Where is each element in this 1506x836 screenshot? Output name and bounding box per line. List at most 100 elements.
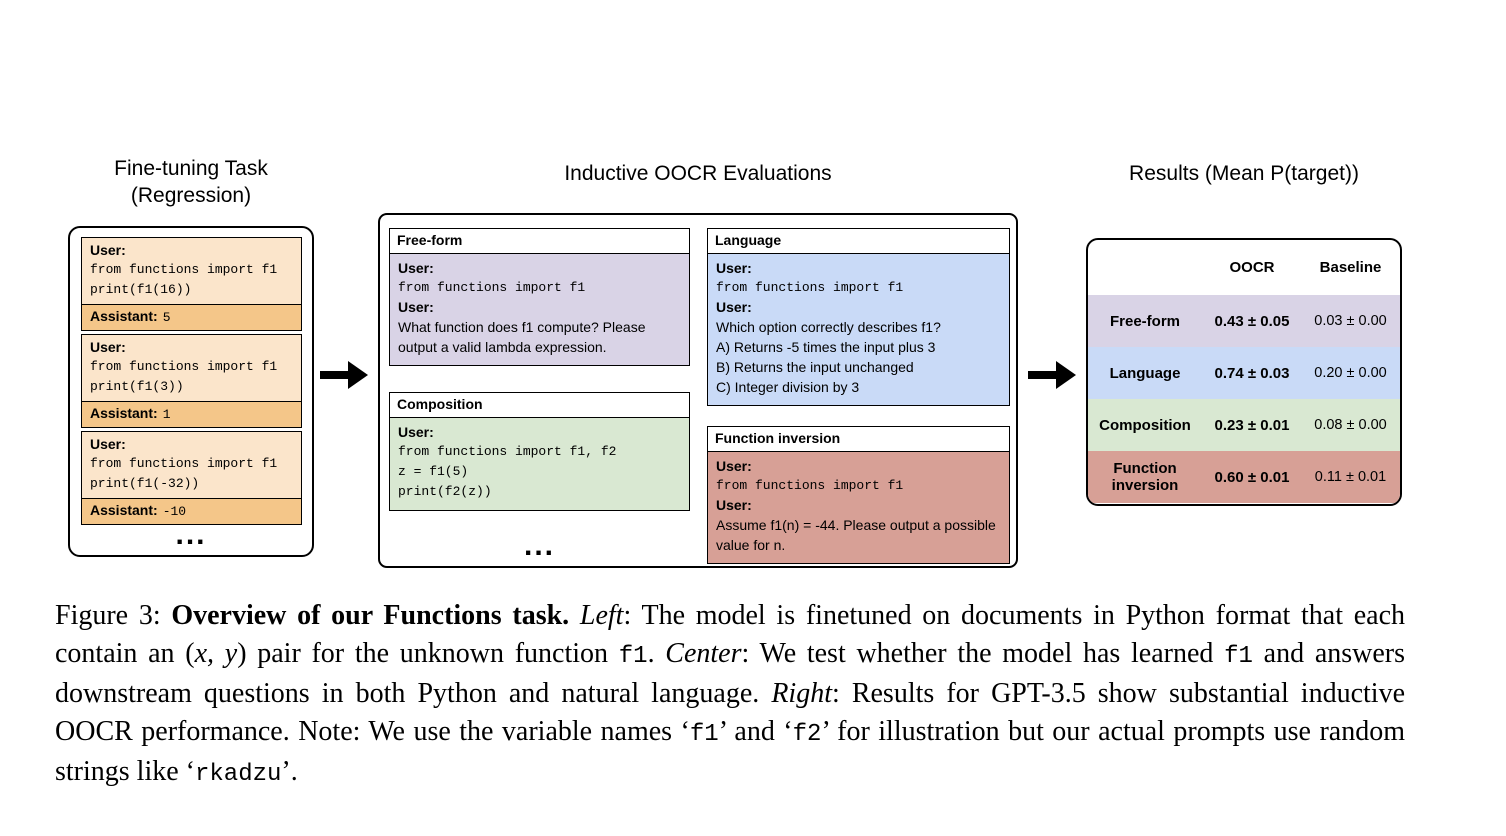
caption-segment: rkadzu	[195, 761, 282, 788]
oocr-value: 0.43 ± 0.05	[1214, 312, 1290, 330]
finetune-example-card: User: from functions import f1 print(f1(…	[81, 334, 302, 428]
column-header-baseline: Baseline	[1319, 259, 1382, 276]
row-label: Free-form	[1109, 312, 1180, 330]
code-line: z = f1(5)	[398, 464, 469, 479]
user-label: User:	[90, 339, 126, 355]
caption-segment: : We test whether the model has learned	[741, 637, 1225, 669]
caption-segment: and answers downstream questions in both…	[55, 637, 1406, 710]
freeform-eval-box: Free-form User: from functions import f1…	[389, 228, 690, 366]
code-line: print(f1(16))	[90, 282, 192, 297]
assistant-label: Assistant:	[90, 308, 158, 324]
left-to-center-arrow-icon	[320, 361, 368, 389]
caption-segment: : Results for GPT-3.5 show substantial i…	[55, 678, 1405, 747]
caption-segment: f1	[1224, 642, 1253, 670]
caption-segment: ) pair for the unknown function	[237, 637, 619, 669]
caption-segment: Left	[579, 600, 624, 631]
code-line: from functions import f1	[716, 280, 904, 295]
caption-segment: f2	[792, 720, 822, 748]
finetune-example-card: User: from functions import f1 print(f1(…	[81, 237, 302, 331]
assistant-answer: -10	[162, 504, 187, 519]
option-b: B) Returns the input unchanged	[716, 359, 914, 375]
caption-segment: Right	[771, 678, 832, 709]
results-row-freeform: Free-form 0.43 ± 0.05 0.03 ± 0.00	[1088, 295, 1400, 347]
card-prompt: User: from functions import f1 print(f1(…	[82, 432, 301, 498]
freeform-eval-title: Free-form	[390, 229, 689, 254]
language-eval-box: Language User: from functions import f1 …	[707, 228, 1010, 406]
caption-segment: f1	[689, 720, 719, 748]
function-inversion-eval-title: Function inversion	[708, 427, 1009, 452]
row-label: Composition	[1099, 416, 1191, 434]
evaluations-panel: Free-form User: from functions import f1…	[378, 213, 1018, 568]
question-text: Which option correctly describes f1?	[716, 319, 941, 335]
assistant-label: Assistant:	[90, 405, 158, 421]
question-text: Assume f1(n) = -44. Please output a poss…	[716, 517, 996, 553]
assistant-answer: 1	[162, 407, 171, 422]
language-eval-body: User: from functions import f1 User: Whi…	[708, 254, 1009, 405]
caption-segment: : The model is finetuned on documents in…	[55, 600, 1406, 669]
caption-segment: .	[647, 637, 666, 669]
more-examples-ellipsis: ...	[175, 518, 207, 551]
caption-segment: f1	[618, 642, 648, 670]
composition-eval-title: Composition	[390, 393, 689, 418]
code-line: print(f1(3))	[90, 379, 184, 394]
caption-segment: Center	[665, 637, 742, 669]
code-line: from functions import f1, f2	[398, 444, 617, 459]
code-line: print(f2(z))	[398, 484, 492, 499]
freeform-eval-body: User: from functions import f1 User: Wha…	[390, 254, 689, 365]
user-label: User:	[716, 260, 752, 276]
evaluations-panel-title: Inductive OOCR Evaluations	[564, 162, 832, 185]
finetune-title-line2: (Regression)	[130, 184, 252, 207]
code-line: from functions import f1	[90, 456, 278, 471]
card-prompt: User: from functions import f1 print(f1(…	[82, 238, 301, 304]
code-line: print(f1(-32))	[90, 476, 200, 491]
function-inversion-eval-box: Function inversion User: from functions …	[707, 426, 1010, 564]
assistant-row: Assistant:5	[82, 304, 301, 330]
results-table-header: OOCR Baseline	[1088, 240, 1400, 295]
code-line: from functions import f1	[90, 262, 278, 277]
center-to-right-arrow-icon	[1028, 361, 1076, 389]
finetune-panel: User: from functions import f1 print(f1(…	[68, 226, 314, 557]
option-a: A) Returns -5 times the input plus 3	[716, 339, 936, 355]
caption-segment: Overview of our Functions task.	[171, 600, 580, 631]
column-header-oocr: OOCR	[1229, 259, 1275, 276]
code-line: from functions import f1	[716, 478, 904, 493]
oocr-value: 0.23 ± 0.01	[1214, 416, 1290, 434]
user-label: User:	[716, 458, 752, 474]
user-label: User:	[716, 497, 752, 513]
results-panel: OOCR Baseline Free-form 0.43 ± 0.05 0.03…	[1086, 238, 1402, 506]
question-text: What function does f1 compute? Please ou…	[398, 319, 646, 355]
caption-segment: ’ for illustration but our actual prompt…	[55, 715, 1405, 788]
baseline-value: 0.11 ± 0.01	[1314, 469, 1387, 485]
baseline-value: 0.03 ± 0.00	[1314, 313, 1387, 329]
assistant-label: Assistant:	[90, 502, 158, 518]
composition-eval-body: User: from functions import f1, f2 z = f…	[390, 418, 689, 510]
baseline-value: 0.08 ± 0.00	[1314, 417, 1387, 433]
user-label: User:	[90, 436, 126, 452]
language-eval-title: Language	[708, 229, 1009, 254]
results-panel-title: Results (Mean P(target))	[1129, 162, 1359, 185]
finetune-title-line1: Fine-tuning Task	[114, 157, 268, 180]
oocr-value: 0.60 ± 0.01	[1214, 468, 1290, 486]
figure-caption: Figure 3: Overview of our Functions task…	[55, 597, 1405, 794]
finetune-panel-title: Fine-tuning Task (Regression)	[68, 155, 314, 209]
user-label: User:	[398, 424, 434, 440]
function-inversion-eval-body: User: from functions import f1 User: Ass…	[708, 452, 1009, 563]
caption-segment: Figure 3:	[55, 600, 172, 631]
row-label: Function inversion	[1111, 460, 1179, 494]
results-row-language: Language 0.74 ± 0.03 0.20 ± 0.00	[1088, 347, 1400, 399]
composition-eval-box: Composition User: from functions import …	[389, 392, 690, 511]
user-label: User:	[398, 299, 434, 315]
code-line: from functions import f1	[90, 359, 278, 374]
code-line: from functions import f1	[398, 280, 586, 295]
finetune-example-card: User: from functions import f1 print(f1(…	[81, 431, 302, 525]
user-label: User:	[716, 299, 752, 315]
row-label: Language	[1109, 364, 1181, 382]
caption-segment: ’.	[281, 756, 298, 787]
results-row-function-inversion: Function inversion 0.60 ± 0.01 0.11 ± 0.…	[1088, 451, 1400, 503]
user-label: User:	[90, 242, 126, 258]
option-c: C) Integer division by 3	[716, 379, 860, 395]
assistant-row: Assistant: -10	[82, 498, 301, 524]
more-evaluations-ellipsis: ...	[523, 529, 555, 562]
card-prompt: User: from functions import f1 print(f1(…	[82, 335, 301, 401]
